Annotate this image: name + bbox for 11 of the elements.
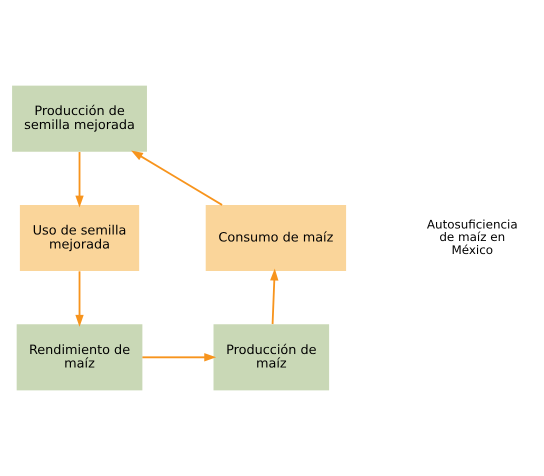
node-box: Producción de semilla mejorada xyxy=(12,86,147,152)
arrow xyxy=(142,353,216,362)
arrow xyxy=(75,152,84,208)
node-box: Uso de semilla mejorada xyxy=(20,204,140,272)
node-box: Rendimiento de maíz xyxy=(16,324,142,390)
arrow xyxy=(75,271,84,327)
label: Autosuficiencia de maíz en México xyxy=(426,217,518,257)
arrow xyxy=(270,268,278,324)
node-box: Consumo de maíz xyxy=(206,204,346,272)
node-box: Producción de maíz xyxy=(214,324,330,390)
arrow xyxy=(131,150,223,206)
